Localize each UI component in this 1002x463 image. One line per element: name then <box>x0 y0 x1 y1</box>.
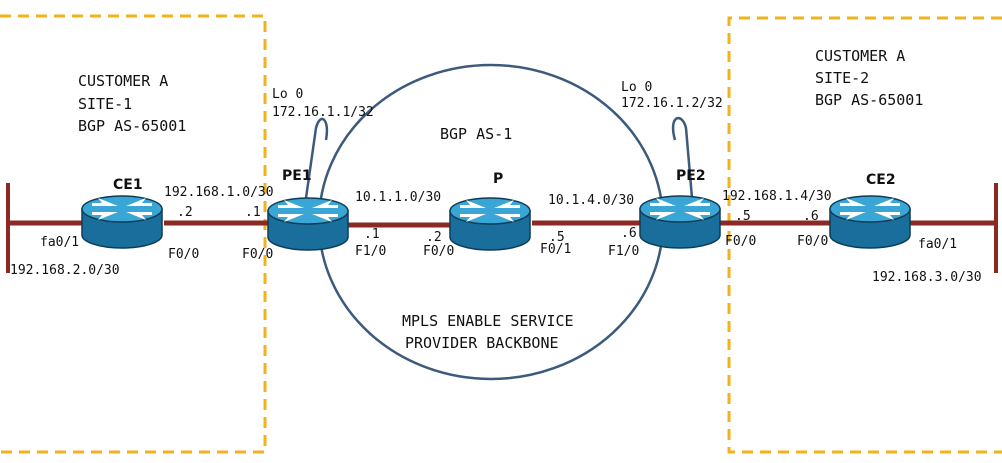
subnet-ce1-lan: 192.168.2.0/30 <box>10 263 120 278</box>
pe1-loopback-loop <box>304 117 329 199</box>
ce1-router-icon <box>81 195 163 249</box>
pe2-core-if: F1/0 <box>608 244 639 259</box>
site2-customer: CUSTOMER A <box>815 47 905 65</box>
ce2-wan-if: F0/0 <box>797 234 828 249</box>
subnet-pe2-ce2: 192.168.1.4/30 <box>722 189 832 204</box>
pe2-ce-if: F0/0 <box>725 234 756 249</box>
pe1-ce-ip: .1 <box>245 205 261 220</box>
ce1-name: CE1 <box>113 177 143 193</box>
subnet-ce2-lan: 192.168.3.0/30 <box>872 270 982 285</box>
p-name: P <box>493 171 503 187</box>
pe1-loopback-ip: 172.16.1.1/32 <box>272 105 374 120</box>
pe1-ce-if: F0/0 <box>242 247 273 262</box>
subnet-p-pe2: 10.1.4.0/30 <box>548 193 634 208</box>
pe1-core-if: F1/0 <box>355 244 386 259</box>
pe2-core-ip: .6 <box>621 226 637 241</box>
backbone-title-1: MPLS ENABLE SERVICE <box>402 312 574 330</box>
pe2-name: PE2 <box>676 168 706 184</box>
backbone-title-2: PROVIDER BACKBONE <box>405 334 559 352</box>
pe2-loopback-loop <box>671 116 694 199</box>
p-left-if: F0/0 <box>423 244 454 259</box>
site1-boundary <box>0 14 267 454</box>
p-right-if: F0/1 <box>540 242 571 257</box>
pe2-ce-ip: .5 <box>735 209 751 224</box>
ce2-wan-ip: .6 <box>803 209 819 224</box>
links <box>8 220 996 228</box>
site2-site: SITE-2 <box>815 69 869 87</box>
ce2-lan-if: fa0/1 <box>918 237 957 252</box>
subnet-pe1-p: 10.1.1.0/30 <box>355 190 441 205</box>
subnet-ce1-pe1: 192.168.1.0/30 <box>164 185 274 200</box>
pe1-router-icon <box>267 197 349 251</box>
ce1-lan-if: fa0/1 <box>40 235 79 250</box>
p-left-ip: .2 <box>426 230 442 245</box>
site1-bgp-as: BGP AS-65001 <box>78 117 186 135</box>
ce2-name: CE2 <box>866 172 896 188</box>
ce2-router-icon <box>829 195 911 249</box>
site2-bgp-as: BGP AS-65001 <box>815 91 923 109</box>
pe1-name: PE1 <box>282 168 312 184</box>
ce1-wan-if: F0/0 <box>168 247 199 262</box>
backbone-as: BGP AS-1 <box>440 125 512 143</box>
pe1-loopback-label: Lo 0 <box>272 87 303 102</box>
pe2-loopback-ip: 172.16.1.2/32 <box>621 96 723 111</box>
pe1-core-ip: .1 <box>364 227 380 242</box>
ce1-wan-ip: .2 <box>177 205 193 220</box>
pe2-router-icon <box>639 195 721 249</box>
site1-site: SITE-1 <box>78 95 132 113</box>
site2-boundary <box>727 16 1002 454</box>
pe2-loopback-label: Lo 0 <box>621 80 652 95</box>
p-router-icon <box>449 197 531 251</box>
p-right-ip: .5 <box>549 230 565 245</box>
site1-customer: CUSTOMER A <box>78 72 168 90</box>
